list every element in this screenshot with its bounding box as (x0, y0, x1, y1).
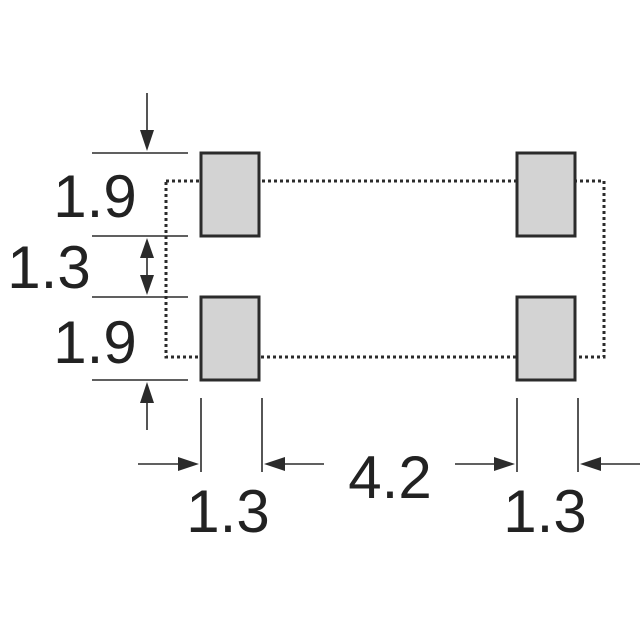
label-pad-width-right: 1.3 (503, 478, 586, 545)
pad-bottom-left (199, 295, 261, 382)
arrow-down-icon (140, 130, 154, 151)
component-outline (164, 179, 606, 359)
label-pad-gap-horizontal: 4.2 (348, 444, 431, 511)
arrow-up-icon (140, 238, 154, 258)
arrow-right-icon (494, 457, 515, 471)
pad-top-right (515, 151, 577, 238)
label-pad-height-top: 1.9 (53, 163, 136, 230)
label-pad-height-bottom: 1.9 (53, 309, 136, 376)
pad-bottom-right (515, 295, 577, 382)
arrow-right-icon (178, 457, 199, 471)
label-pad-gap-vertical: 1.3 (7, 234, 90, 301)
arrow-down-icon (140, 275, 154, 295)
arrow-up-icon (140, 382, 154, 403)
label-pad-width-left: 1.3 (186, 478, 269, 545)
arrow-left-icon (580, 457, 601, 471)
arrow-left-icon (264, 457, 285, 471)
pad-top-left (199, 151, 261, 238)
